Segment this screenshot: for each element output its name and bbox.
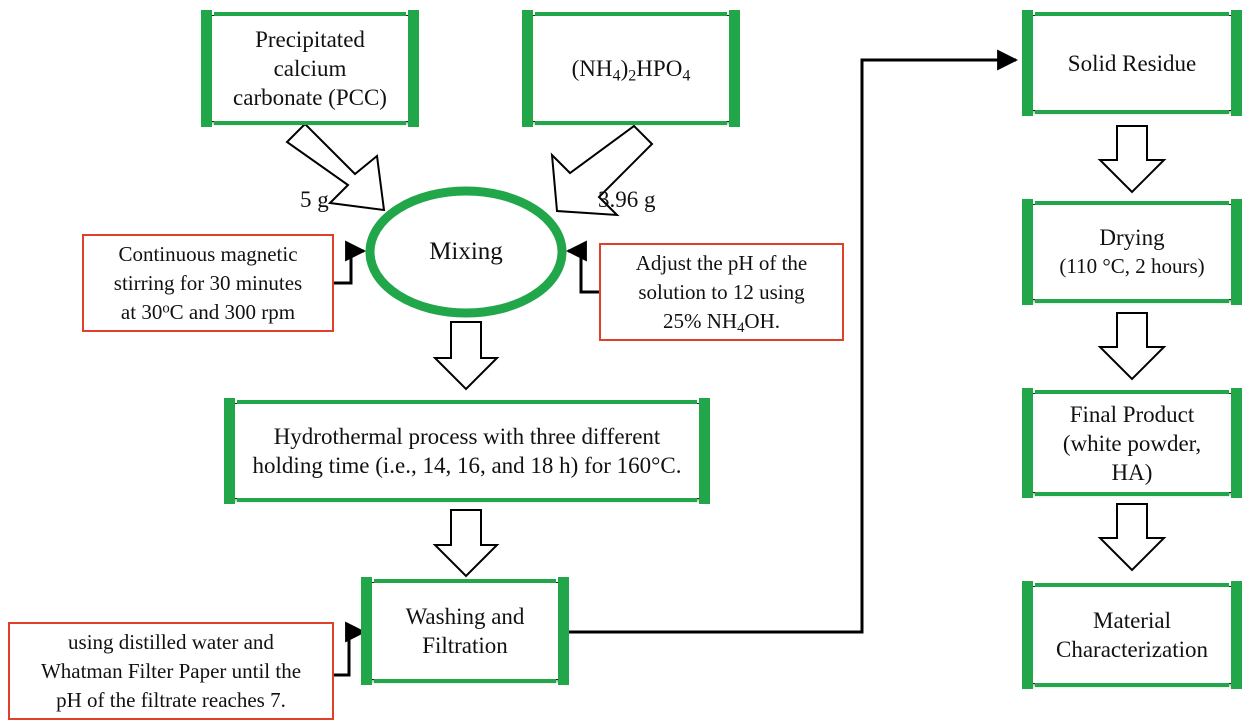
product-top-line bbox=[1035, 390, 1229, 394]
product-right-bar bbox=[1231, 388, 1242, 498]
product-line-2: (white powder, bbox=[1062, 430, 1202, 456]
phosphate-to-mixing-arrow bbox=[550, 124, 654, 217]
phosphate-bottom-line bbox=[535, 121, 727, 125]
pcc-left-bar bbox=[201, 10, 212, 127]
mixing-to-hydrothermal-arrow bbox=[432, 321, 500, 391]
washing-note-line-3: pH of the filtrate reaches 7. bbox=[56, 687, 286, 712]
washing-note-line-1: using distilled water and bbox=[68, 629, 274, 654]
drying-line-2: (110 °C, 2 hours) bbox=[1059, 254, 1205, 278]
phosphate-formula: (NH4)2HPO4 bbox=[571, 56, 691, 85]
phosphate-amount-label: 3.96 g bbox=[598, 187, 656, 212]
residue-top-line bbox=[1035, 12, 1229, 16]
hydrothermal-right-bar bbox=[699, 398, 710, 504]
residue-bottom-line bbox=[1035, 110, 1229, 114]
pcc-top-line bbox=[214, 12, 406, 16]
characterization-right-bar bbox=[1231, 581, 1242, 689]
product-bottom-line bbox=[1035, 492, 1229, 496]
residue-left-bar bbox=[1022, 10, 1033, 116]
ph-line-1: Adjust the pH of the bbox=[635, 250, 808, 275]
washing-note-line-2: Whatman Filter Paper until the bbox=[40, 658, 302, 683]
pcc-line-2: calcium bbox=[273, 56, 347, 81]
stirring-line-3: at 30oC and 300 rpm bbox=[120, 299, 296, 324]
washing-note-box: using distilled water and Whatman Filter… bbox=[8, 622, 334, 720]
stirring-line-2: stirring for 30 minutes bbox=[113, 270, 303, 295]
washing-left-bar bbox=[361, 577, 372, 685]
washing-bottom-line bbox=[374, 679, 556, 683]
drying-left-bar bbox=[1022, 199, 1033, 305]
characterization-left-bar bbox=[1022, 581, 1033, 689]
drying-box: Drying (110 °C, 2 hours) bbox=[1022, 199, 1242, 305]
drying-to-product-arrow bbox=[1097, 312, 1167, 381]
washing-line-2: Filtration bbox=[422, 633, 508, 658]
pcc-line-3: carbonate (PCC) bbox=[233, 85, 387, 110]
final-product-box: Final Product (white powder, HA) bbox=[1022, 388, 1242, 498]
washing-line-1: Washing and bbox=[405, 604, 525, 629]
characterization-line-2: Characterization bbox=[1056, 637, 1208, 662]
pcc-right-bar bbox=[408, 10, 419, 127]
mixing-label: Mixing bbox=[429, 238, 503, 265]
product-line-1: Final Product bbox=[1069, 401, 1195, 427]
washing-filtration-box: Washing and Filtration bbox=[361, 577, 569, 685]
mixing-ellipse bbox=[365, 186, 567, 318]
washing-to-residue-connector bbox=[566, 49, 1019, 634]
hydrothermal-left-bar bbox=[224, 398, 235, 504]
phosphate-left-bar bbox=[522, 10, 533, 127]
characterization-box: Material Characterization bbox=[1022, 581, 1242, 689]
hydrothermal-bottom-line bbox=[237, 498, 697, 502]
product-to-characterization-arrow bbox=[1097, 503, 1167, 572]
residue-to-drying-arrow bbox=[1097, 125, 1167, 194]
pcc-bottom-line bbox=[214, 121, 406, 125]
pcc-input-box: Precipitated calcium carbonate (PCC) bbox=[201, 10, 419, 127]
hydrothermal-to-washing-arrow bbox=[432, 509, 500, 578]
hydrothermal-line-1: Hydrothermal process with three differen… bbox=[273, 424, 661, 449]
product-line-3: HA) bbox=[1111, 459, 1153, 485]
hydrothermal-top-line bbox=[237, 400, 697, 404]
stirring-to-mixing-connector bbox=[333, 240, 367, 285]
ph-line-3: 25% NH4OH. bbox=[662, 308, 780, 336]
characterization-bottom-line bbox=[1035, 683, 1229, 687]
characterization-top-line bbox=[1035, 583, 1229, 587]
stirring-line-1: Continuous magnetic bbox=[118, 241, 298, 266]
characterization-line-1: Material bbox=[1093, 608, 1171, 633]
washing-note-connector bbox=[333, 621, 367, 677]
phosphate-top-line bbox=[535, 12, 727, 16]
ph-to-mixing-connector bbox=[565, 240, 600, 294]
ph-line-2: solution to 12 using bbox=[638, 279, 805, 304]
drying-line-1: Drying bbox=[1099, 225, 1165, 250]
pcc-line-1: Precipitated bbox=[255, 27, 365, 52]
washing-top-line bbox=[374, 579, 556, 583]
drying-right-bar bbox=[1231, 199, 1242, 305]
drying-bottom-line bbox=[1035, 299, 1229, 303]
hydrothermal-line-2: holding time (i.e., 14, 16, and 18 h) fo… bbox=[252, 453, 682, 478]
stirring-note-box: Continuous magnetic stirring for 30 minu… bbox=[82, 234, 334, 332]
washing-right-bar bbox=[558, 577, 569, 685]
residue-right-bar bbox=[1231, 10, 1242, 116]
pcc-amount-label: 5 g bbox=[300, 187, 329, 212]
product-left-bar bbox=[1022, 388, 1033, 498]
solid-residue-box: Solid Residue bbox=[1022, 10, 1242, 116]
solid-residue-label: Solid Residue bbox=[1067, 50, 1197, 76]
drying-top-line bbox=[1035, 201, 1229, 205]
phosphate-right-bar bbox=[729, 10, 740, 127]
phosphate-input-box: (NH4)2HPO4 bbox=[522, 10, 740, 127]
pcc-to-mixing-arrow bbox=[285, 122, 386, 212]
hydrothermal-process-box: Hydrothermal process with three differen… bbox=[224, 398, 710, 504]
ph-note-box: Adjust the pH of the solution to 12 usin… bbox=[599, 243, 844, 341]
